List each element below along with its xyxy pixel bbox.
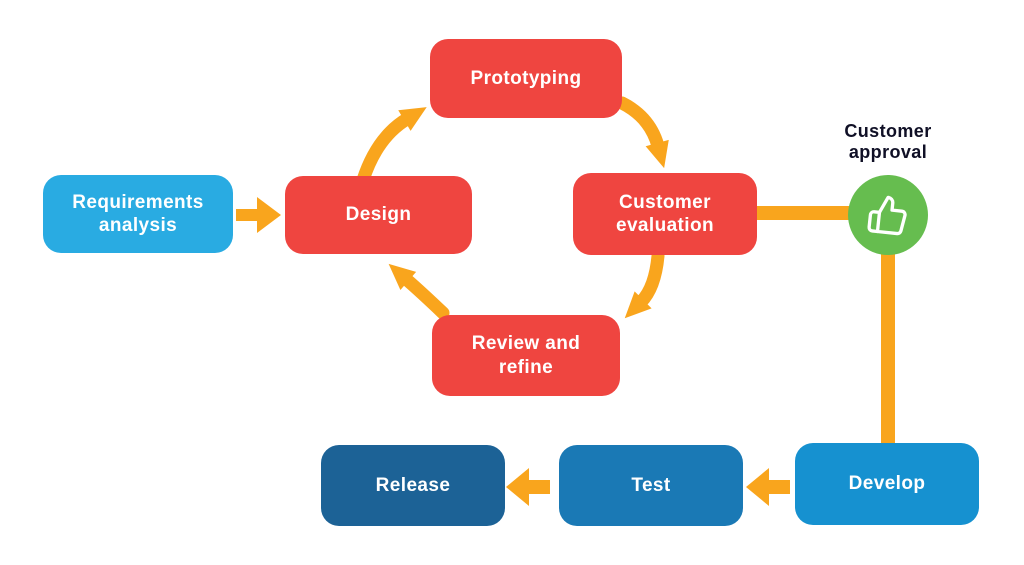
arrow-requirements-to-design — [236, 197, 281, 233]
node-label: Customer evaluation — [616, 191, 714, 236]
thumbs-up-icon — [867, 195, 907, 236]
node-requirements-analysis: Requirements analysis — [43, 175, 233, 253]
arrow-customer-evaluation-to-review-refine — [624, 249, 665, 319]
node-label: Prototyping — [470, 67, 582, 89]
node-review-and-refine: Review and refine — [432, 315, 620, 396]
node-release: Release — [321, 445, 505, 526]
node-label: Review and refine — [471, 333, 581, 378]
customer-approval-label: Customer approval — [844, 121, 932, 163]
node-prototyping: Prototyping — [430, 39, 622, 118]
node-label: Test — [631, 474, 671, 496]
node-design: Design — [285, 176, 472, 254]
arrow-prototyping-to-customer-evaluation — [615, 96, 669, 169]
node-label: Design — [345, 204, 412, 226]
arrow-test-to-release — [506, 468, 550, 506]
node-label: Develop — [848, 473, 926, 495]
arrow-review-refine-to-design — [388, 263, 450, 320]
node-label: Release — [375, 474, 451, 496]
arrow-design-to-prototyping — [356, 107, 427, 187]
node-test: Test — [559, 445, 743, 526]
arrow-develop-to-test — [746, 468, 790, 506]
node-develop: Develop — [795, 443, 979, 525]
node-customer-evaluation: Customer evaluation — [573, 173, 757, 255]
node-label: Requirements analysis — [72, 191, 204, 236]
customer-approval-badge — [848, 175, 928, 255]
